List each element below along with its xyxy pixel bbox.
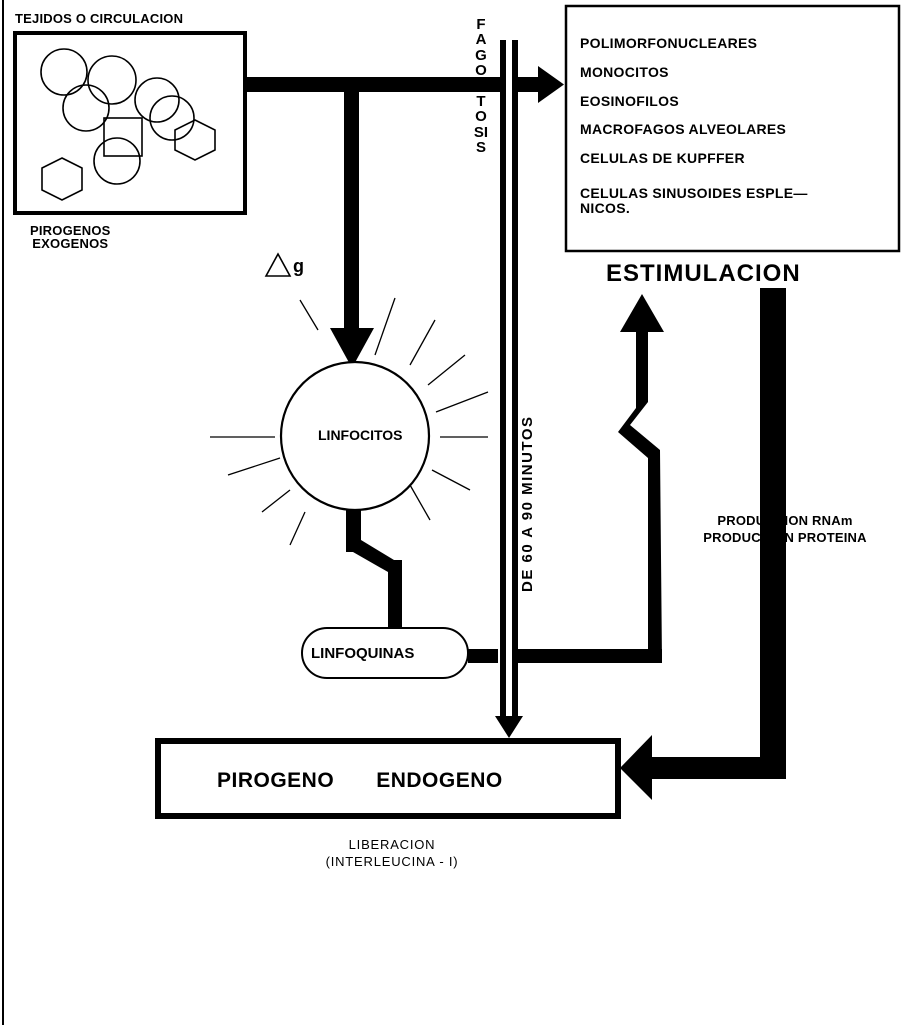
- arrow-to-cells[interactable]: [538, 66, 564, 103]
- cells-box: [564, 4, 901, 253]
- estimulacion-zigzag: [618, 332, 662, 663]
- arrow-from-estimulacion[interactable]: [620, 735, 652, 800]
- linfoquinas-label: LINFOQUINAS: [311, 645, 415, 662]
- liberacion-label: LIBERACION (INTERLEUCINA - I): [308, 836, 476, 870]
- produccion-line-1: PRODUCCION RNAm: [717, 513, 853, 528]
- caption-line-1: PIROGENOS: [30, 223, 111, 238]
- endogeno-word: ENDOGENO: [376, 769, 503, 792]
- cell-item: MONOCITOS: [580, 64, 669, 80]
- pirogeno-word: PIROGENO: [217, 769, 335, 792]
- linfoquinas-connector-b: [517, 649, 662, 663]
- arrow-to-pirogeno[interactable]: [495, 716, 523, 738]
- liberacion-line-2: (INTERLEUCINA - I): [325, 854, 459, 869]
- source-box-title: TEJIDOS O CIRCULACION: [15, 11, 184, 26]
- pirogenos-exogenos-caption: PIROGENOS EXOGENOS: [30, 224, 111, 250]
- source-box: [13, 31, 247, 215]
- cell-item: CELULAS SINUSOIDES ESPLE—: [580, 185, 808, 201]
- estimulacion-label: ESTIMULACION: [606, 260, 801, 287]
- linfoquinas-connector-a: [468, 649, 498, 663]
- caption-line-2: EXOGENOS: [32, 236, 109, 251]
- liberacion-line-1: LIBERACION: [348, 837, 436, 852]
- time-label: DE 60 A 90 MINUTOS: [519, 415, 536, 593]
- delta-g: g: [293, 256, 304, 276]
- cell-item: EOSINOFILOS: [580, 93, 679, 109]
- arrow-to-estimulacion[interactable]: [620, 294, 664, 332]
- time-arrow-inner: [506, 40, 512, 720]
- cell-item: MACROFAGOS ALVEOLARES: [580, 121, 787, 137]
- produccion-label: PRODUCCION RNAm PRODUCCION PROTEINA: [670, 512, 900, 546]
- produccion-line-2: PRODUCCION PROTEINA: [703, 530, 867, 545]
- linfocitos-zigzag: [346, 510, 402, 628]
- cell-item: POLIMORFONUCLEARES: [580, 35, 758, 51]
- arrow-to-linfocitos[interactable]: [330, 328, 374, 368]
- estimulacion-foot: [650, 757, 786, 779]
- stem-to-linfocitos: [344, 85, 359, 330]
- fagocitosis-label: FAGOCITOSIS: [473, 16, 489, 157]
- cell-item: NICOS.: [580, 200, 631, 216]
- delta-icon: [264, 252, 292, 277]
- linfocitos-label: LINFOCITOS: [318, 427, 403, 443]
- pirogeno-endogeno-title: PIROGENO ENDOGENO: [217, 770, 503, 791]
- pyrogen-shapes: [40, 48, 216, 201]
- cell-item: CELULAS DE KUPFFER: [580, 150, 745, 166]
- estimulacion-shaft: [760, 288, 786, 778]
- linfocitos-rays: [210, 297, 489, 546]
- delta-label: g: [268, 257, 304, 275]
- fagocitosis-connector: [518, 77, 540, 92]
- pirogeno-box: [155, 738, 621, 819]
- source-connector: [245, 77, 500, 92]
